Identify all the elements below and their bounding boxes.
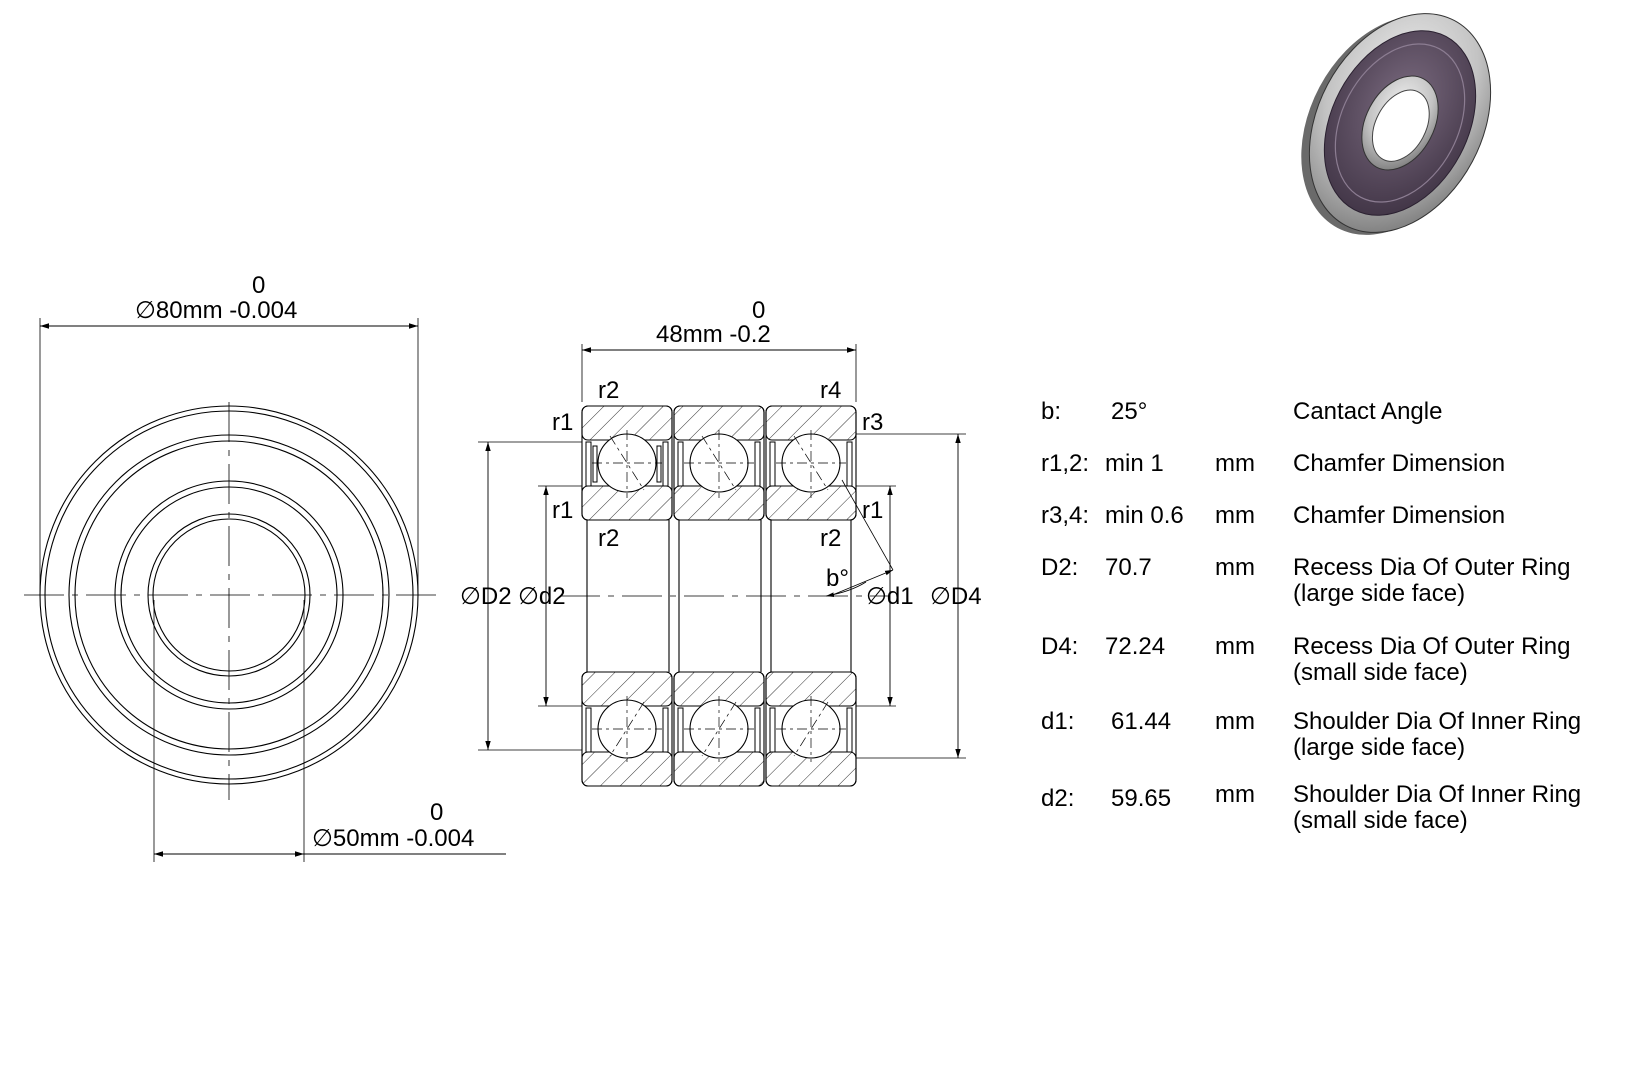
width-label: 48mm -0.2 [656, 321, 771, 348]
front-view [24, 318, 506, 862]
spec-unit: mm [1215, 781, 1255, 808]
spec-value: 70.7 [1105, 554, 1152, 581]
spec-value: min 0.6 [1105, 502, 1184, 529]
inner-dia-label: ∅50mm -0.004 [312, 825, 474, 852]
spec-desc: Chamfer Dimension [1293, 450, 1506, 477]
spec-value: 25° [1111, 398, 1148, 425]
spec-desc: Shoulder Dia Of Inner Ring [1293, 781, 1582, 808]
spec-unit: mm [1215, 502, 1255, 529]
spec-desc: Recess Dia Of Outer Ring [1293, 633, 1571, 660]
label-D2: ∅D2 [460, 583, 512, 610]
spec-value: min 1 [1105, 450, 1164, 477]
spec-value: 61.44 [1111, 708, 1172, 735]
lower-rings [581, 671, 857, 787]
width-tol-upper: 0 [752, 297, 765, 324]
spec-value: 72.24 [1105, 633, 1166, 660]
label-d2: ∅d2 [518, 583, 566, 610]
spec-desc: Shoulder Dia Of Inner Ring [1293, 708, 1582, 735]
outer-dia-tol-upper: 0 [252, 272, 265, 299]
inner-dia-tol-upper: 0 [430, 799, 443, 826]
spec-desc-sub: (large side face) [1293, 734, 1466, 761]
spec-symbol: D2: [1041, 554, 1079, 581]
label-r1-right: r1 [862, 497, 883, 524]
label-r4: r4 [820, 377, 841, 404]
spec-unit: mm [1215, 450, 1255, 477]
label-D4: ∅D4 [930, 583, 982, 610]
spec-desc-sub: (small side face) [1293, 659, 1468, 686]
spec-symbol: d2: [1041, 785, 1075, 812]
spec-unit: mm [1215, 633, 1255, 660]
spec-value: 59.65 [1111, 785, 1172, 812]
spec-unit: mm [1215, 708, 1255, 735]
label-b: b° [826, 565, 849, 592]
label-r2-bottom-left: r2 [598, 525, 619, 552]
spec-symbol: r1,2: [1041, 450, 1090, 477]
section-view [478, 344, 966, 787]
front-view-text: 0 ∅80mm -0.004 0 ∅50mm -0.004 [135, 272, 474, 852]
outer-dia-label: ∅80mm -0.004 [135, 297, 297, 324]
label-r1-top: r1 [552, 409, 573, 436]
label-r2-top: r2 [598, 377, 619, 404]
label-d1: ∅d1 [866, 583, 914, 610]
shield-outer [68, 434, 390, 756]
spec-symbol: b: [1041, 398, 1062, 425]
bearing-3d-icon [1301, 13, 1492, 235]
label-r2-bottom-right: r2 [820, 525, 841, 552]
spec-desc-sub: (small side face) [1293, 807, 1468, 834]
upper-rings [581, 405, 857, 521]
bore-edge [147, 513, 311, 677]
section-view-text: 0 48mm -0.2 r2 r4 r1 r3 r1 r1 r2 r2 ∅D2 … [460, 297, 982, 610]
spec-desc-sub: (large side face) [1293, 580, 1466, 607]
spec-unit: mm [1215, 554, 1255, 581]
spec-desc: Chamfer Dimension [1293, 502, 1506, 529]
spec-desc: Recess Dia Of Outer Ring [1293, 554, 1571, 581]
spec-symbol: d1: [1041, 708, 1075, 735]
spec-desc: Cantact Angle [1293, 398, 1443, 425]
spec-symbol: D4: [1041, 633, 1079, 660]
label-r3: r3 [862, 409, 883, 436]
shield-inner [114, 480, 344, 710]
label-r1-left: r1 [552, 497, 573, 524]
spec-symbol: r3,4: [1041, 502, 1090, 529]
